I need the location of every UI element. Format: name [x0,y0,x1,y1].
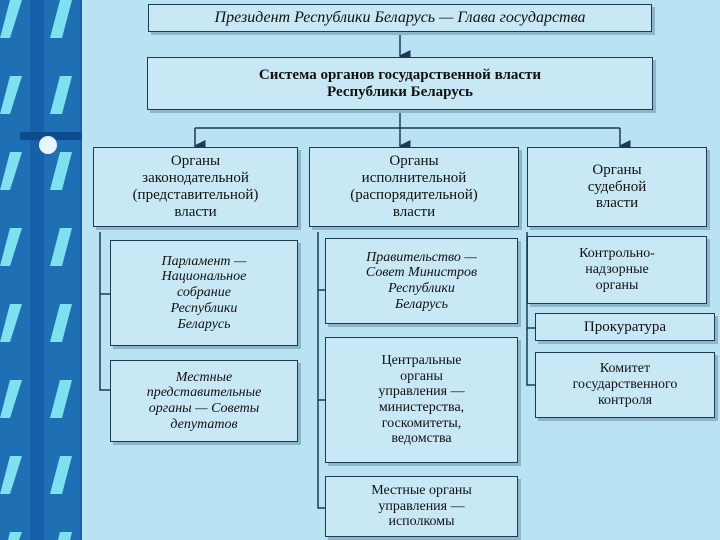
legislative-bracket-upper [99,232,110,295]
system-text: Система органов государственной власти Р… [258,66,542,100]
government-text: Правительство — Совет Министров Республи… [365,249,478,312]
judicial-branch-text: Органы судебной власти [587,161,647,212]
judicial-branch-box: Органы судебной власти [527,147,707,227]
local-councils-text: Местные представительные органы — Советы… [146,369,262,432]
central-administration-box: Центральные органы управления — министер… [325,337,518,463]
control-bracket-2 [526,328,535,386]
executive-bracket-2 [317,290,325,401]
parliament-box: Парламент — Национальное собрание Респуб… [110,240,298,346]
executive-bracket-1 [317,232,325,291]
local-administration-text: Местные органы управления — исполкомы [371,482,472,530]
decorative-bead [39,136,57,154]
prosecutor-text: Прокуратура [583,318,667,335]
state-control-box: Комитет государственного контроля [535,352,715,418]
legislative-branch-text: Органы законодательной (представительной… [132,153,259,220]
government-box: Правительство — Совет Министров Республи… [325,238,518,324]
parliament-text: Парламент — Национальное собрание Респуб… [161,253,247,332]
state-control-text: Комитет государственного контроля [572,361,678,408]
central-administration-text: Центральные органы управления — министер… [378,352,465,447]
system-box: Система органов государственной власти Р… [147,57,653,110]
supervisory-bodies-box: Контрольно- надзорные органы [527,236,707,304]
executive-branch-box: Органы исполнительной (распорядительной)… [309,147,519,227]
president-text: Президент Республики Беларусь — Глава го… [214,9,586,27]
legislative-branch-box: Органы законодательной (представительной… [93,147,298,227]
executive-branch-text: Органы исполнительной (распорядительной)… [350,153,478,220]
legislative-bracket-lower [99,294,110,391]
local-councils-box: Местные представительные органы — Советы… [110,360,298,442]
local-administration-box: Местные органы управления — исполкомы [325,476,518,537]
president-box: Президент Республики Беларусь — Глава го… [148,4,652,32]
prosecutor-box: Прокуратура [535,313,715,341]
supervisory-bodies-text: Контрольно- надзорные органы [579,246,655,293]
executive-bracket-3 [317,400,325,509]
